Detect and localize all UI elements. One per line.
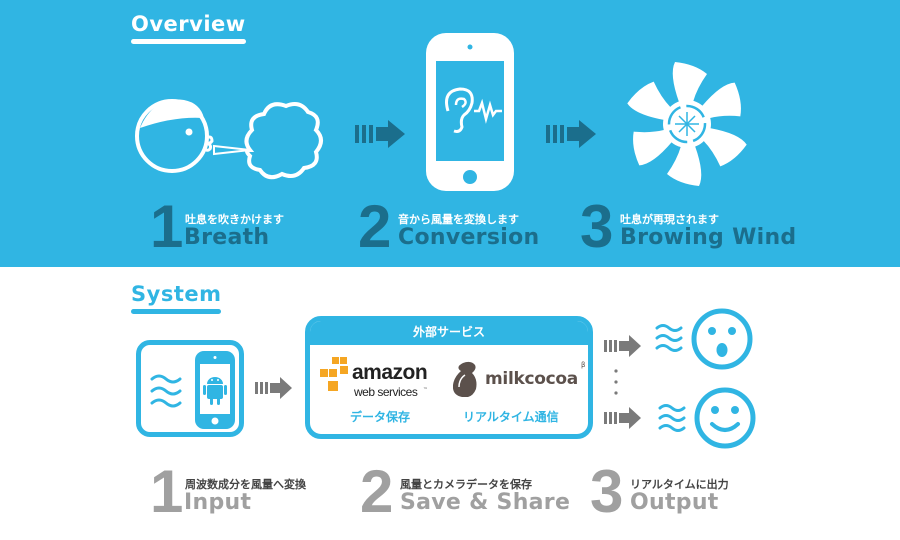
aws-cubes-icon bbox=[320, 357, 348, 391]
step-number: 3 bbox=[590, 458, 624, 525]
milkcocoa-name: milkcocoa bbox=[485, 369, 578, 389]
overview-title-text: Overview bbox=[131, 12, 246, 36]
step-number: 2 bbox=[358, 193, 392, 260]
step-description: 音から風量を変換します bbox=[398, 213, 519, 226]
aws-sub: web services bbox=[354, 385, 418, 399]
arrow-right-icon bbox=[546, 120, 596, 148]
breath-face-icon bbox=[135, 99, 323, 180]
input-device-box bbox=[136, 340, 244, 437]
milkcocoa-pitcher-icon bbox=[453, 361, 477, 397]
wind-waves-icon bbox=[655, 324, 683, 352]
milkcocoa-beta: β bbox=[581, 361, 586, 369]
external-services-box: 外部サービス amazon web services ™ データ保存 milkc… bbox=[305, 316, 593, 439]
step-description: 吐息を吹きかけます bbox=[185, 213, 284, 226]
step-number: 3 bbox=[580, 193, 614, 260]
android-phone-icon bbox=[195, 351, 235, 429]
step-label: Output bbox=[630, 490, 719, 515]
aws-logo: amazon web services ™ bbox=[320, 357, 430, 403]
wind-waves-icon bbox=[658, 404, 686, 432]
overview-title-underline bbox=[131, 39, 246, 44]
aws-label: データ保存 bbox=[350, 410, 411, 424]
overview-step-3: 3 吐息が再現されます Browing Wind bbox=[580, 197, 796, 263]
step-label: Breath bbox=[184, 225, 270, 250]
step-label: Browing Wind bbox=[620, 225, 797, 250]
step-number: 1 bbox=[150, 458, 184, 525]
arrow-right-icon bbox=[604, 407, 641, 429]
step-label: Input bbox=[184, 490, 252, 515]
vertical-ellipsis-icon bbox=[614, 369, 618, 395]
fan-icon bbox=[627, 62, 747, 186]
step-label: Conversion bbox=[398, 225, 540, 250]
surprised-face-icon bbox=[655, 308, 753, 370]
step-label: Save & Share bbox=[400, 490, 571, 515]
system-title: System bbox=[131, 282, 222, 314]
step-number: 1 bbox=[150, 193, 184, 260]
system-title-underline bbox=[131, 309, 222, 314]
smiling-face-icon bbox=[658, 387, 756, 449]
arrow-right-icon bbox=[255, 377, 292, 399]
milkcocoa-logo: milkcocoa β bbox=[453, 361, 588, 397]
milkcocoa-label: リアルタイム通信 bbox=[463, 410, 559, 424]
step-number: 2 bbox=[360, 458, 394, 525]
aws-name: amazon bbox=[352, 361, 428, 384]
step-description: 吐息が再現されます bbox=[620, 213, 719, 226]
arrow-right-icon bbox=[355, 120, 405, 148]
system-step-2: 2 風量とカメラデータを保存 Save & Share bbox=[360, 462, 580, 528]
step-description: 風量とカメラデータを保存 bbox=[400, 478, 532, 491]
aws-tm: ™ bbox=[423, 387, 428, 393]
wind-waves-icon bbox=[150, 374, 182, 408]
system-step-1: 1 周波数成分を風量へ変換 Input bbox=[150, 462, 360, 528]
step-description: 周波数成分を風量へ変換 bbox=[185, 478, 306, 491]
step-description: リアルタイムに出力 bbox=[630, 478, 729, 491]
arrow-right-icon bbox=[604, 335, 641, 357]
overview-title: Overview bbox=[131, 12, 246, 44]
system-step-3: 3 リアルタイムに出力 Output bbox=[590, 462, 790, 528]
phone-ear-icon bbox=[426, 33, 514, 191]
overview-step-2: 2 音から風量を変換します Conversion bbox=[358, 197, 578, 263]
overview-step-1: 1 吐息を吹きかけます Breath bbox=[150, 197, 350, 263]
system-title-text: System bbox=[131, 282, 222, 306]
external-services-header: 外部サービス bbox=[310, 321, 588, 345]
